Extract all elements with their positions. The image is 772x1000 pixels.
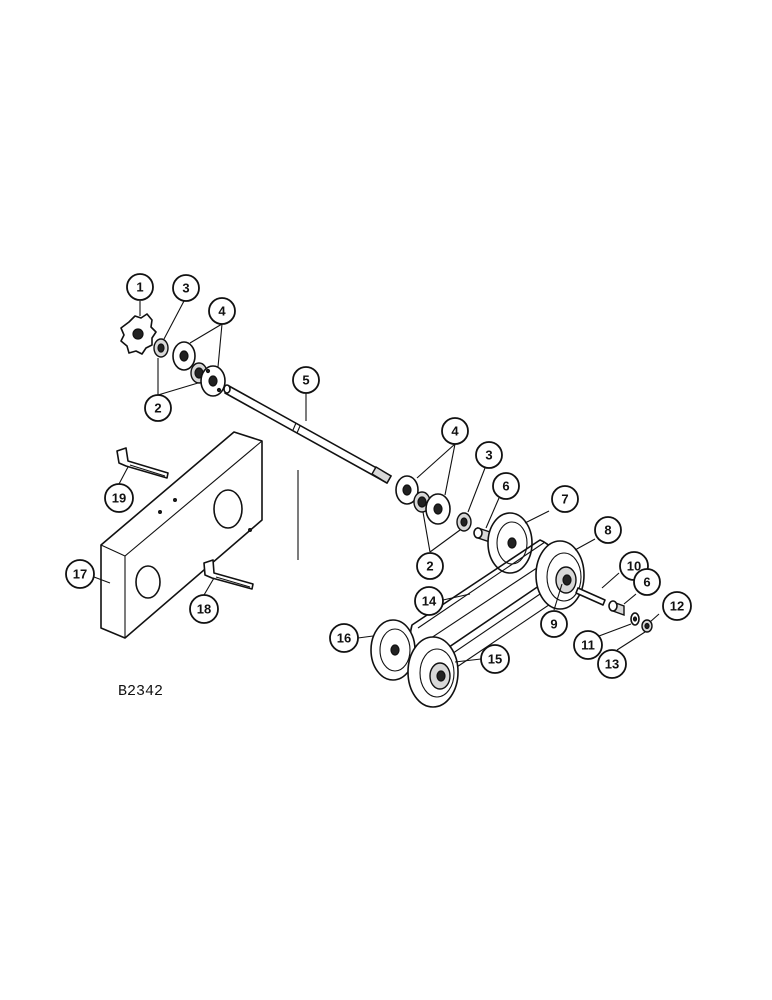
callout-label: 12 (670, 599, 684, 614)
callout-label: 8 (604, 523, 611, 538)
spacer-bushing (473, 527, 491, 543)
figure-reference: B2342 (118, 683, 163, 700)
callout-14: 14 (414, 586, 444, 616)
sprocket (120, 313, 157, 355)
callout-3-lower: 3 (475, 441, 503, 469)
callout-label: 17 (73, 567, 87, 582)
callout-label: 18 (197, 602, 211, 617)
callout-4-lower: 4 (441, 417, 469, 445)
callout-9: 9 (540, 610, 568, 638)
callout-3-upper: 3 (172, 274, 200, 302)
flange-plate-upper (172, 341, 196, 371)
callout-label: 1 (136, 280, 143, 295)
callout-6-lower: 6 (633, 568, 661, 596)
flange-plate-upper-2 (200, 365, 226, 397)
callout-label: 16 (337, 631, 351, 646)
callout-17: 17 (65, 559, 95, 589)
callout-label: 5 (302, 373, 309, 388)
callout-label: 4 (451, 424, 459, 439)
callout-label: 3 (485, 448, 492, 463)
callout-label: 7 (561, 492, 568, 507)
flange-plate-lower (395, 475, 419, 505)
leader-lines (93, 300, 660, 663)
callout-label: 13 (605, 657, 619, 672)
callout-8: 8 (594, 516, 622, 544)
callout-7: 7 (551, 485, 579, 513)
callout-1: 1 (126, 273, 154, 301)
callout-label: 4 (218, 304, 226, 319)
callout-6-upper: 6 (492, 472, 520, 500)
callout-label: 10 (627, 559, 641, 574)
spacer-bushing-small (608, 600, 625, 616)
callout-label: 15 (488, 652, 502, 667)
callout-label: 11 (581, 638, 595, 653)
callout-label: 2 (426, 559, 433, 574)
flange-plate-lower-2 (425, 493, 451, 525)
key (575, 587, 606, 606)
callout-2-upper: 2 (144, 394, 172, 422)
shield (100, 431, 299, 639)
pulley-lower-inner (407, 636, 459, 708)
callout-label: 3 (182, 281, 189, 296)
bracket-upper (116, 447, 169, 479)
callout-label: 19 (112, 491, 126, 506)
callout-15: 15 (480, 644, 510, 674)
callout-11: 11 (573, 630, 603, 660)
shaft (223, 384, 392, 484)
pulley-upper-inner (535, 540, 585, 610)
bracket-lower (203, 559, 254, 590)
callout-16: 16 (329, 623, 359, 653)
nut-lower (456, 512, 472, 532)
callout-4-upper: 4 (208, 297, 236, 325)
callout-label: 9 (550, 617, 557, 632)
callout-label: 6 (643, 575, 650, 590)
callout-12: 12 (662, 591, 692, 621)
washer (630, 612, 640, 626)
callout-13: 13 (597, 649, 627, 679)
callout-5: 5 (292, 366, 320, 394)
callout-label: 6 (502, 479, 509, 494)
nut-end (641, 619, 653, 633)
callout-18: 18 (189, 594, 219, 624)
callout-label: 14 (422, 594, 437, 609)
callout-19: 19 (104, 483, 134, 513)
callout-label: 2 (154, 401, 161, 416)
nut-small (153, 338, 169, 358)
callout-2-lower: 2 (416, 552, 444, 580)
